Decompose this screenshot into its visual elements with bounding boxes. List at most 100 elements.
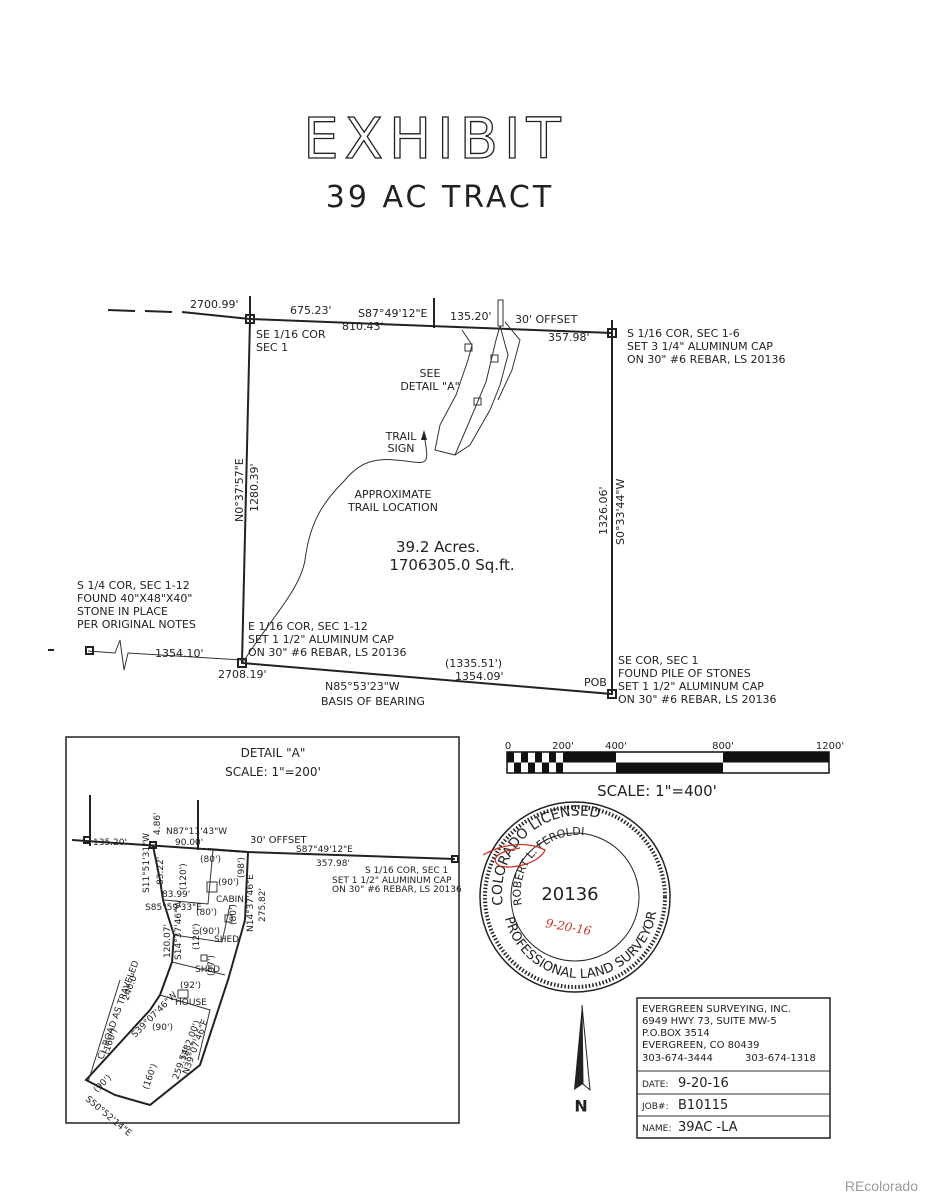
label-pob: POB [584, 676, 607, 689]
watermark: REcolorado [845, 1178, 918, 1194]
d-shed2: SHED [195, 965, 220, 975]
d-p90b: (90') [199, 927, 220, 937]
scale-tick-1200: 1200' [816, 741, 844, 752]
label-west-dist: 1280.39' [248, 463, 261, 512]
detail-cabin-box [206, 881, 218, 893]
detail-house-box [177, 989, 189, 999]
detail-parcel [84, 845, 250, 1107]
scale-bar-cell [723, 762, 829, 773]
scale-bar-frame [506, 751, 830, 774]
d-p120a: (120') [179, 863, 189, 890]
scale-bar-cell [542, 752, 549, 763]
d-8399: 83.99' [162, 890, 190, 900]
scale-bar-cell [535, 752, 542, 763]
label-top-dist-2: 135.20' [450, 310, 492, 323]
detail-lot-line [171, 961, 226, 976]
tb-city: EVERGREEN, CO 80439 [642, 1040, 759, 1051]
label-west-bearing: N0°37'57"E [233, 458, 246, 522]
d-p160b: (160') [141, 1063, 160, 1091]
d-corner-2: SET 1 1/2" ALUMINUM CAP [332, 876, 452, 886]
scale-bar-cell [542, 762, 549, 773]
see-detail-1: SEE [420, 367, 441, 380]
d-p80b: (80') [196, 908, 217, 918]
label-top-dist-1: 675.23' [290, 304, 332, 317]
monument-sw [237, 658, 247, 668]
d-house: HOUSE [175, 998, 207, 1008]
d-shed1: SHED [214, 935, 239, 945]
detail-road-line [87, 979, 121, 1083]
label-sqft: 1706305.0 Sq.ft. [389, 556, 514, 574]
scale-tick-200: 200' [552, 741, 574, 752]
dash-1 [107, 309, 136, 312]
d-n87: N87°11'43"W [166, 827, 227, 837]
detail-mon-1 [83, 836, 91, 844]
label-top-bearing: S87°49'12"E [358, 307, 428, 320]
signature-scribble [482, 843, 546, 868]
offset-parcel-line [497, 321, 521, 401]
tb-phone-2: 303-674-1318 [745, 1053, 816, 1064]
exhibit-subtitle: 39 AC TRACT [326, 180, 554, 215]
trail-sign-1: TRAIL [385, 430, 418, 443]
scale-bar-cell [535, 762, 542, 773]
north-arrow: N [574, 1004, 591, 1115]
detail-cabin-lot [163, 849, 214, 905]
label-basis: BASIS OF BEARING [321, 695, 425, 708]
label-top-dist-left: 2700.99' [190, 298, 239, 311]
tb-address: 6949 HWY 73, SUITE MW-5 [642, 1016, 777, 1027]
d-8322: 83.22' [156, 857, 166, 885]
scale-bar-cell [528, 752, 535, 763]
d-p90c: (90') [152, 1023, 173, 1033]
monument-se [607, 689, 617, 699]
seal-inner-ring [510, 832, 640, 962]
dash-3 [181, 311, 251, 320]
detail-title: DETAIL "A" [241, 746, 306, 760]
label-bottom-bearing: N85°53'23"W [325, 680, 400, 693]
s14-corner-1: S 1/4 COR, SEC 1-12 [77, 579, 190, 592]
dash-2 [144, 310, 173, 313]
building-3 [473, 397, 482, 406]
label-bottom-dist: 1354.09' [455, 670, 504, 683]
seal-serrated-ring [483, 805, 667, 989]
s14-corner-2: FOUND 40"X48"X40" [77, 592, 192, 605]
d-corner-3: ON 30" #6 REBAR, LS 20136 [332, 885, 462, 895]
scale-bar-cell [549, 752, 556, 763]
d-135: 135.20' [93, 838, 127, 848]
title-block-frame [636, 997, 831, 1139]
trail-sign-2: SIGN [388, 442, 415, 455]
building-2 [490, 354, 499, 363]
tb-name-value: 39AC -LA [678, 1120, 738, 1135]
scale-bar-cell [556, 752, 563, 763]
nw-corner-line-1: SE 1/16 COR [256, 328, 326, 341]
detail-scale: SCALE: 1"=200' [225, 765, 321, 779]
scale-bar-cell [563, 762, 616, 773]
scale-tick-0: 0 [505, 741, 511, 752]
detail-frame [65, 736, 460, 1124]
detail-mon-2 [451, 855, 459, 863]
scale-bar-cell [521, 752, 528, 763]
d-offset: 30' OFFSET [250, 835, 308, 846]
detail-house-lot [159, 994, 211, 1061]
d-p97: (97') [207, 955, 217, 976]
label-top-total: 810.43' [342, 320, 384, 333]
tb-job-label: JOB#: [641, 1102, 669, 1112]
exhibit-title: EXHIBIT [303, 107, 567, 172]
scale-bar-cell [507, 762, 514, 773]
d-357: 357.98' [316, 859, 350, 869]
scale-tick-800: 800' [712, 741, 734, 752]
scale-bar-cell [514, 752, 521, 763]
seal-date: 9-20-16 [544, 916, 592, 938]
scale-bar-cell [723, 752, 829, 763]
trail-location-1: APPROXIMATE [355, 488, 432, 501]
d-486: 4.86' [153, 812, 163, 835]
trail-location-2: TRAIL LOCATION [347, 501, 438, 514]
west-break-line [87, 639, 243, 671]
tb-job-value: B10115 [678, 1098, 728, 1113]
detail-shed-box-1 [224, 914, 233, 923]
d-s50: S50°52'14"E [83, 1095, 133, 1139]
s14-corner-4: PER ORIGINAL NOTES [77, 618, 196, 631]
label-sw-left-dist: 1354.10' [155, 647, 204, 660]
trail-line [242, 439, 428, 663]
ne-corner-line-2: SET 3 1/4" ALUMINUM CAP [627, 340, 773, 353]
detail-a: DETAIL "A" SCALE: 1"=200' 135.20' 4.86' … [65, 736, 462, 1139]
